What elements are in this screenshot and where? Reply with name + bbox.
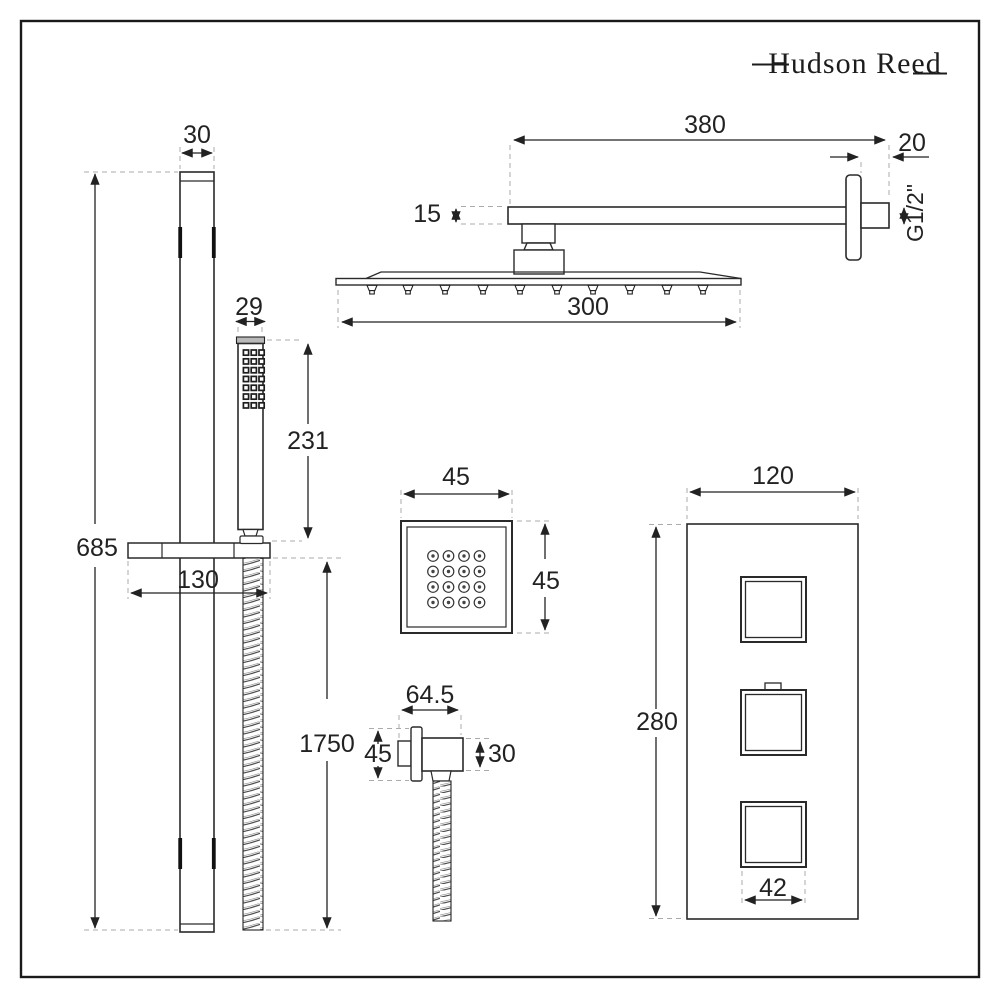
- valve-handle-middle-tab: [764, 682, 782, 691]
- dim-elbow-height-value: 45: [364, 740, 392, 768]
- dimension-rail-height: 685: [76, 171, 178, 931]
- dimension-elbow-depth: 30: [466, 738, 516, 771]
- valve-handle-top: [740, 576, 807, 643]
- dimension-hose-length: 1750: [266, 557, 355, 931]
- valve-handle-bottom-inner: [744, 805, 803, 864]
- shower-arm-assembly: [335, 174, 890, 295]
- arm-joint-neck: [522, 242, 555, 251]
- handset-spray-face: [242, 349, 266, 409]
- brand-logo-text: Hudson Reed: [768, 47, 941, 80]
- dimension-elbow-width: 64.5: [398, 681, 462, 739]
- dimension-head-width: 300: [337, 290, 741, 328]
- rail-clamp-mark: [211, 838, 216, 869]
- dim-wall-projection-value: 20: [898, 129, 926, 157]
- body-jet: [400, 520, 513, 634]
- dim-head-width-value: 300: [567, 293, 609, 321]
- shower-head-plate: [335, 277, 742, 286]
- rail-clamp-mark: [178, 838, 183, 869]
- valve-handle-middle: [740, 689, 807, 756]
- dim-elbow-depth-value: 30: [488, 740, 516, 768]
- dimension-elbow-height: 45: [364, 728, 409, 781]
- dim-thread-size-value: G1/2": [902, 184, 928, 242]
- dim-arm-length-value: 380: [684, 111, 726, 139]
- dimension-jet-width: 45: [400, 463, 513, 518]
- thermostatic-valve: [686, 523, 859, 920]
- rail-clamp-mark: [211, 227, 216, 258]
- handset-taper: [242, 528, 259, 537]
- dimension-annotations: 30 685 29 231: [76, 111, 929, 931]
- dim-rail-height-value: 685: [76, 534, 118, 562]
- dim-bracket-width-value: 130: [177, 566, 219, 594]
- body-jet-inner-border: [406, 526, 507, 628]
- dim-rail-width-value: 30: [183, 121, 211, 149]
- dim-hose-length-value: 1750: [299, 730, 355, 758]
- dimension-wall-projection: 20: [830, 129, 929, 173]
- valve-handle-middle-inner: [744, 693, 803, 752]
- handset-top-cap: [235, 336, 266, 345]
- dim-jet-height-value: 45: [532, 567, 560, 595]
- dim-arm-thickness-value: 15: [413, 200, 441, 228]
- body-jet-plate: [400, 520, 513, 634]
- dim-handset-length-value: 231: [287, 427, 329, 455]
- dim-valve-height-value: 280: [636, 708, 678, 736]
- brand-logo: Hudson Reed: [752, 47, 947, 80]
- slider-bracket: [127, 542, 271, 559]
- shower-hose: [242, 557, 264, 931]
- dim-valve-width-value: 120: [752, 462, 794, 490]
- arm-joint-upper: [521, 223, 556, 244]
- valve-handle-top-inner: [744, 580, 803, 639]
- hand-shower: [235, 336, 266, 545]
- dimension-valve-height: 280: [636, 524, 683, 919]
- shower-head-back-edge: [365, 271, 742, 280]
- dim-elbow-width-value: 64.5: [406, 681, 455, 709]
- wall-arm: [507, 206, 849, 225]
- dim-handle-width-value: 42: [759, 874, 787, 902]
- dimension-arm-thickness: 15: [413, 200, 506, 228]
- outlet-elbow: [397, 726, 464, 922]
- shower-head-nozzles: [366, 284, 709, 295]
- dim-jet-width-value: 45: [442, 463, 470, 491]
- wall-flange: [845, 174, 862, 261]
- page-border: [19, 19, 981, 979]
- elbow-hose: [432, 780, 452, 922]
- dimension-handle-width: 42: [741, 871, 806, 906]
- valve-handle-bottom: [740, 801, 807, 868]
- dim-handset-width-value: 29: [235, 293, 263, 321]
- arm-joint-lower: [513, 249, 565, 275]
- dimension-thread-size: G1/2": [899, 184, 928, 242]
- rail-clamp-mark: [178, 227, 183, 258]
- handset-body: [237, 342, 264, 531]
- slide-rail-assembly: [127, 171, 271, 933]
- dimension-bracket-width: 130: [127, 561, 271, 599]
- dimension-jet-height: 45: [517, 520, 560, 634]
- elbow-body: [421, 737, 464, 772]
- thread-connector: [860, 202, 890, 229]
- elbow-hose-nut: [430, 770, 452, 782]
- dimension-handset-length: 231: [267, 339, 329, 542]
- elbow-wall-plate: [410, 726, 423, 782]
- handset-hose-nut: [239, 535, 264, 545]
- dimension-handset-width: 29: [235, 293, 266, 336]
- dimension-valve-width: 120: [686, 462, 859, 519]
- elbow-inlet-connector: [397, 740, 412, 767]
- dimension-arm-length: 380: [509, 111, 890, 204]
- dimension-rail-width: 30: [179, 121, 215, 169]
